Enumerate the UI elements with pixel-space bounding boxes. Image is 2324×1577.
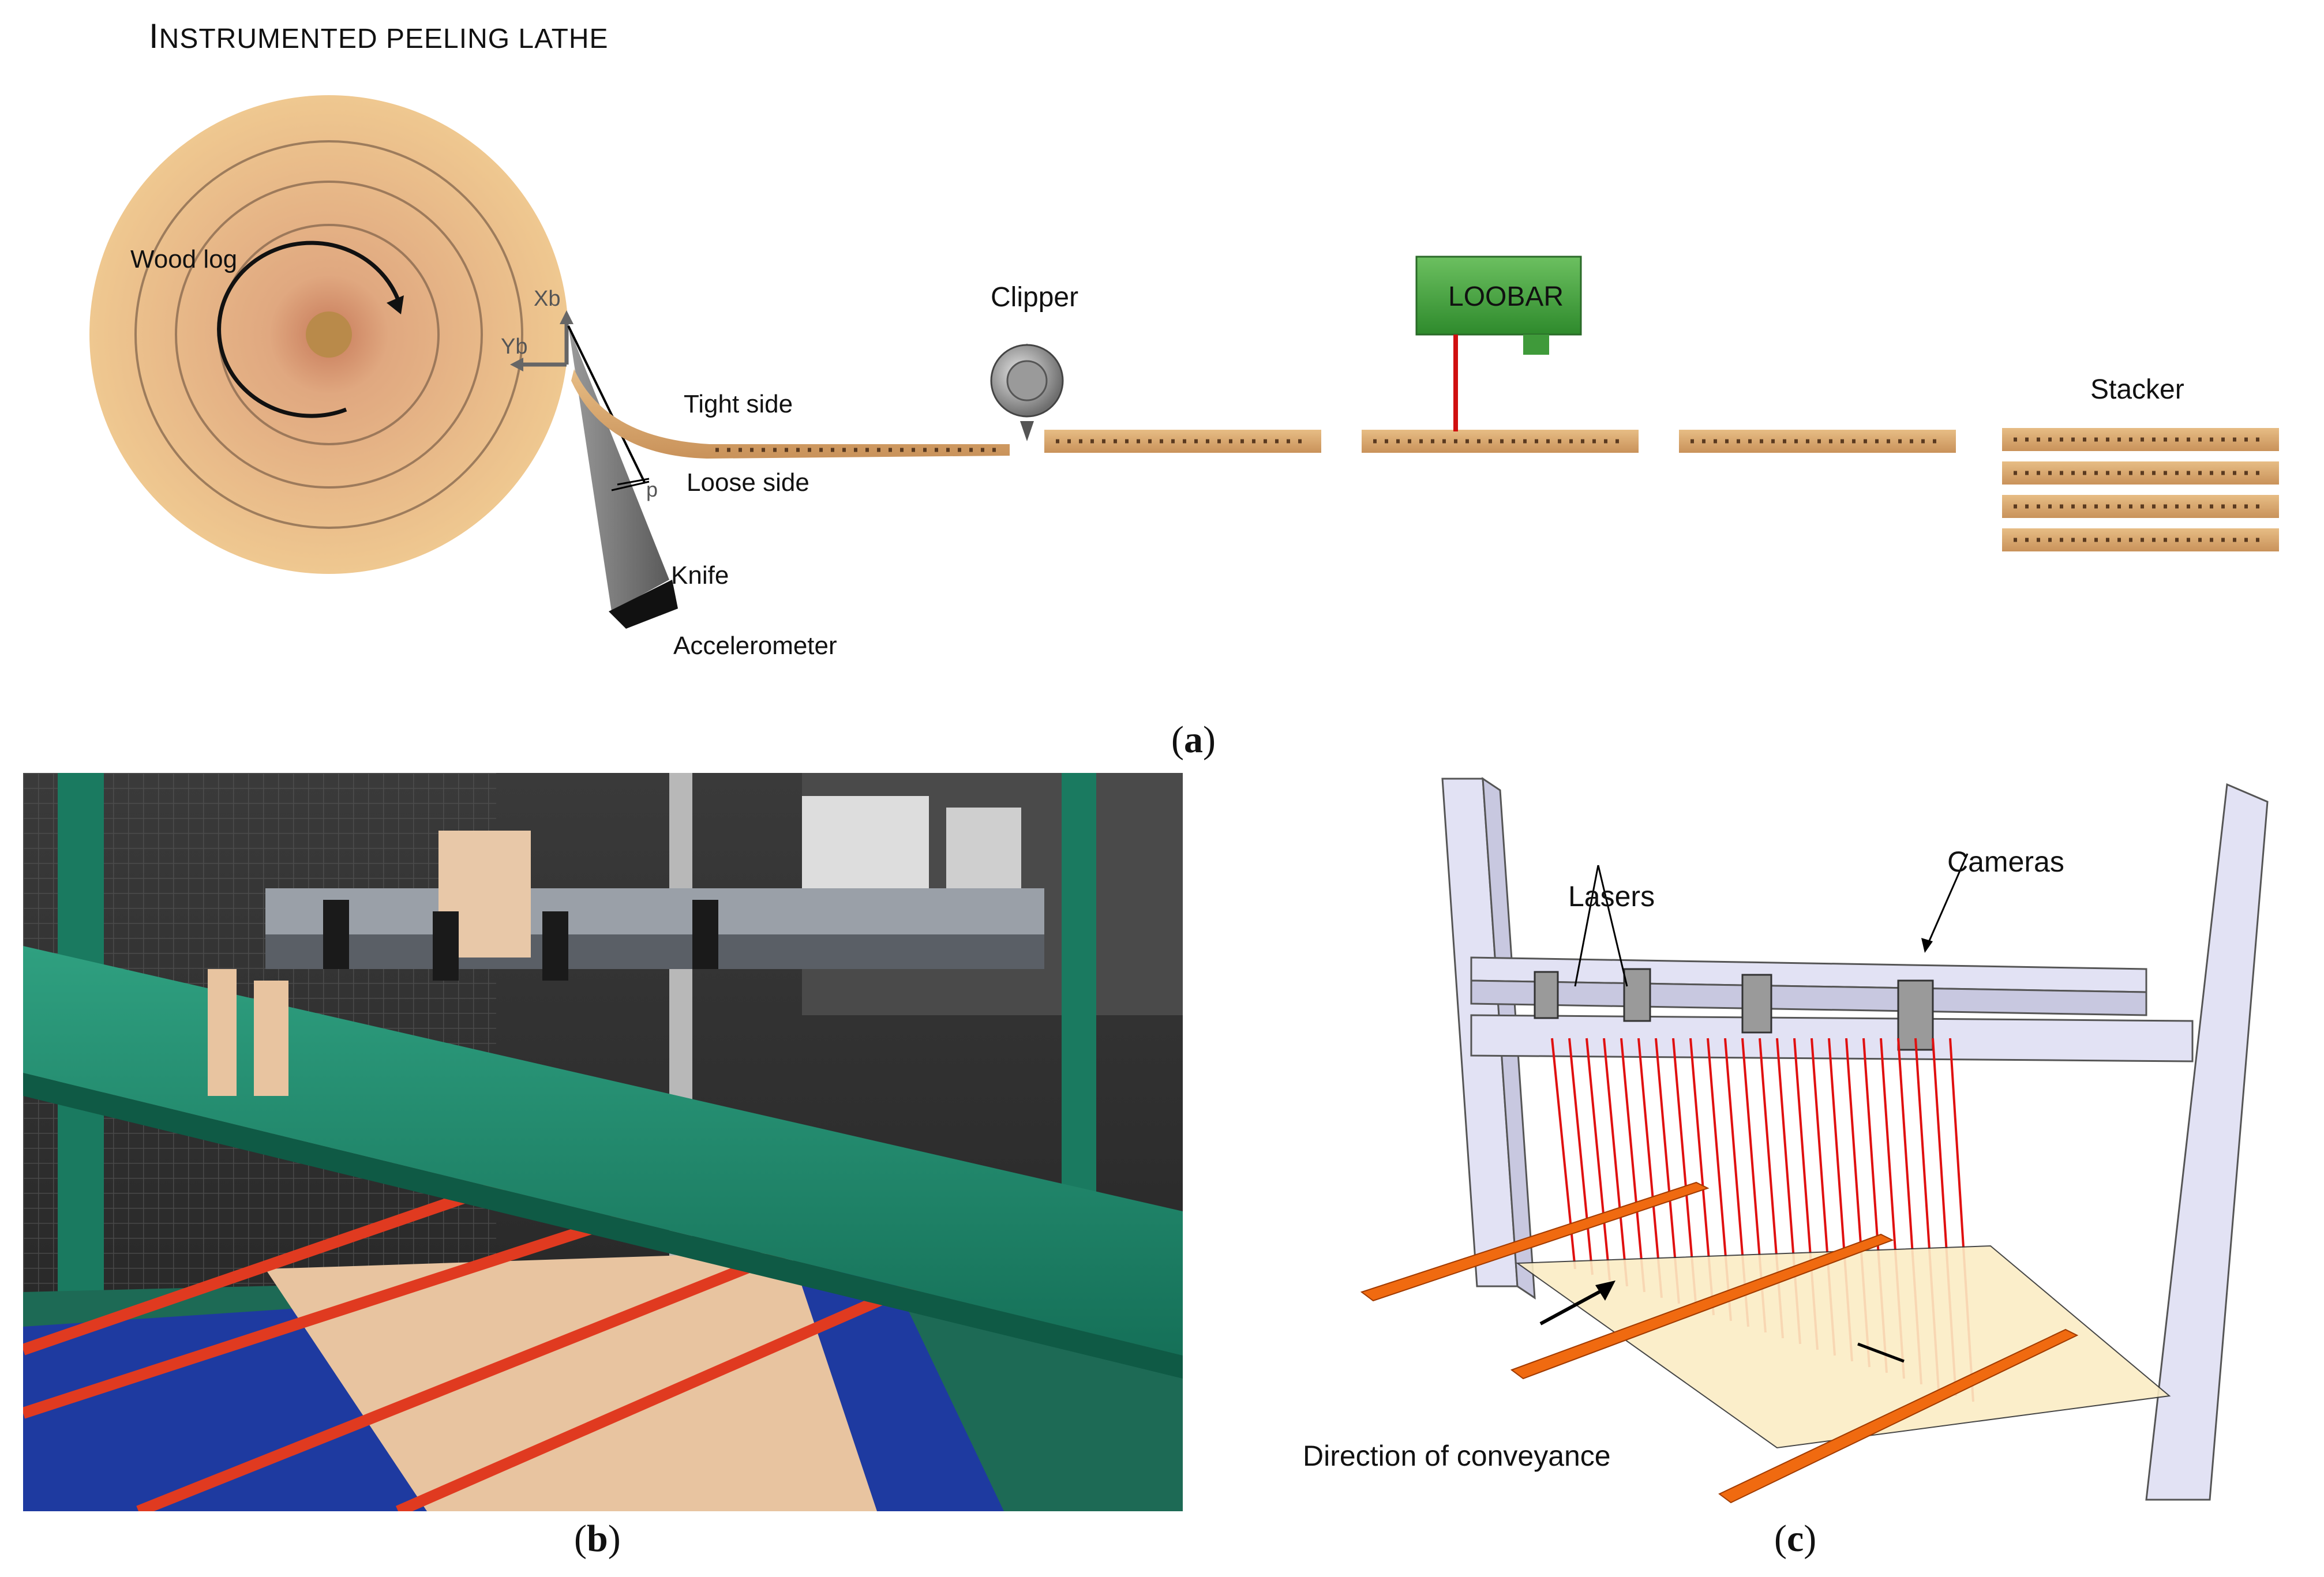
caption-b: (b): [574, 1518, 621, 1560]
axes-xb-yb: [510, 310, 573, 371]
label-lasers: Lasers: [1568, 880, 1655, 913]
label-p: p: [646, 478, 658, 501]
panel-a-title: INSTRUMENTED PEELING LATHE: [149, 17, 609, 55]
loobar: [1415, 256, 1582, 431]
wood-log: [89, 95, 568, 574]
panel-a-diagram: [89, 95, 2279, 629]
panel-c-diagram: [1360, 777, 2269, 1504]
label-loose-side: Loose side: [687, 468, 809, 497]
label-accelerometer: Accelerometer: [673, 632, 837, 660]
panel-b-photo: [23, 773, 1183, 1511]
conveyor-rails: [1360, 1181, 2079, 1504]
label-clipper: Clipper: [991, 282, 1079, 313]
veneer-ribbon: [571, 369, 1010, 459]
veneer-sheet: [1516, 1245, 2171, 1449]
direction-arrow: [1539, 1285, 1611, 1326]
caption-c: (c): [1774, 1518, 1817, 1560]
label-loobar: LOOBAR: [1448, 281, 1564, 312]
label-cameras: Cameras: [1947, 846, 2064, 878]
rotation-arrow: [217, 241, 400, 418]
frame-right-post: [2145, 783, 2269, 1501]
cameras-group: [1534, 968, 1934, 1051]
accelerometer-block: [609, 580, 678, 629]
label-xb: Xb: [534, 287, 561, 311]
label-direction-of-conveyance: Direction of conveyance: [1303, 1440, 1611, 1472]
label-knife: Knife: [671, 561, 729, 590]
veneer-strips: [1044, 430, 1956, 453]
stacker-stack: [2002, 428, 2279, 551]
label-wood-log: Wood log: [130, 245, 238, 273]
clipper: [990, 343, 1064, 441]
caption-a: (a): [1171, 719, 1216, 761]
label-stacker: Stacker: [2090, 374, 2184, 405]
knife: [567, 325, 678, 629]
label-yb: Yb: [501, 335, 528, 359]
label-tight-side: Tight side: [684, 390, 793, 418]
